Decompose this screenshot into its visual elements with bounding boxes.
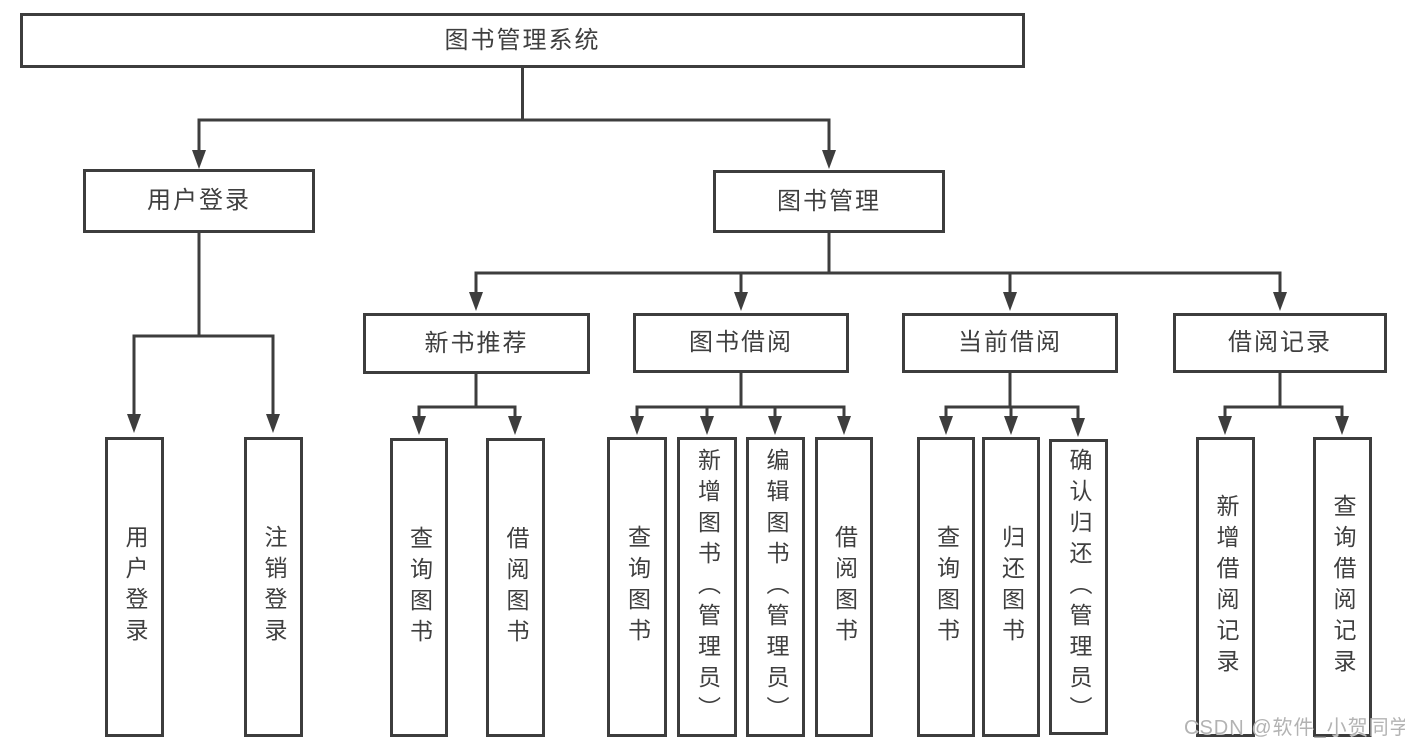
node-current-borrowing: 当前借阅	[902, 313, 1118, 373]
node-borrowing-records: 借阅记录	[1173, 313, 1387, 373]
connector-new-book-children	[412, 372, 522, 435]
connector-root-to-level2	[192, 66, 836, 169]
node-query-borrow-record: 查询借阅记录	[1313, 437, 1372, 737]
node-query-books-current: 查询图书	[917, 437, 975, 737]
connector-user-login-children	[127, 231, 280, 433]
node-confirm-return-admin: 确认归还（管理员）	[1049, 439, 1108, 735]
csdn-watermark: CSDN @软件_小贺同学	[1184, 717, 1405, 739]
connector-book-borrow-children	[630, 371, 851, 435]
node-book-borrowing: 图书借阅	[633, 313, 849, 373]
connector-borrow-record-children	[1218, 371, 1349, 435]
node-add-borrow-record: 新增借阅记录	[1196, 437, 1255, 737]
connector-book-management-to-level3	[469, 231, 1287, 311]
node-user-login-leaf: 用户登录	[105, 437, 164, 737]
node-return-books: 归还图书	[982, 437, 1040, 737]
node-book-management: 图书管理	[713, 170, 945, 233]
node-edit-books-admin: 编辑图书（管理员）	[746, 437, 805, 737]
node-query-books-borrow: 查询图书	[607, 437, 667, 737]
node-add-books-admin: 新增图书（管理员）	[677, 437, 737, 737]
node-new-book-recommendation: 新书推荐	[363, 313, 590, 374]
node-logout-login: 注销登录	[244, 437, 303, 737]
node-user-login: 用户登录	[83, 169, 315, 233]
connector-current-borrow-children	[939, 371, 1085, 437]
node-borrow-books: 借阅图书	[815, 437, 873, 737]
node-borrow-books-recommend: 借阅图书	[486, 438, 545, 737]
node-library-system: 图书管理系统	[20, 13, 1025, 68]
node-query-books-recommend: 查询图书	[390, 438, 448, 737]
